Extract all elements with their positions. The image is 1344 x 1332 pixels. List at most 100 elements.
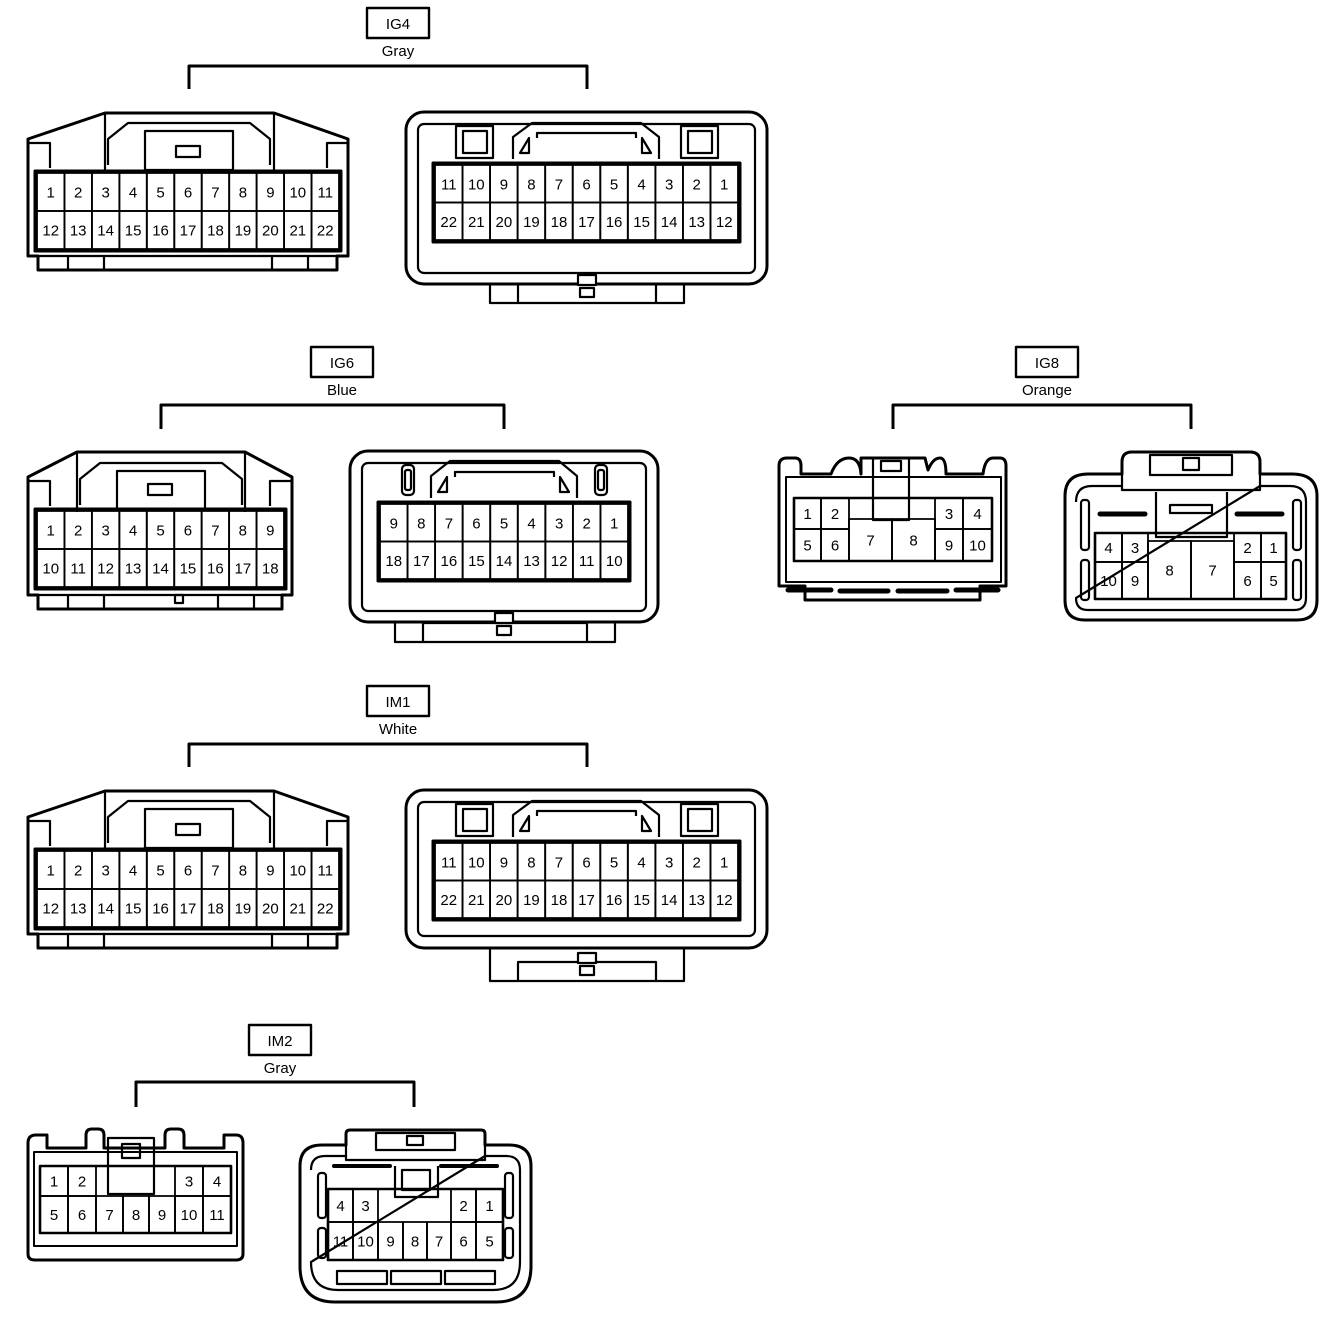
pin-cell: 7 — [95, 1195, 124, 1234]
pin-cell: 5 — [39, 1195, 69, 1234]
pin-cell: 18 — [255, 548, 285, 588]
pin-number: 8 — [417, 515, 425, 532]
pin-cell: 12 — [36, 888, 66, 928]
pin-cell: 18 — [544, 879, 574, 919]
connector-color-label: White — [379, 721, 417, 738]
pin-number: 17 — [180, 223, 197, 240]
pin-number: 8 — [527, 854, 535, 871]
pin-cell: 4 — [118, 172, 148, 212]
pin-number: 6 — [472, 515, 480, 532]
pin-number: 14 — [661, 892, 678, 909]
pin-number: 1 — [47, 863, 55, 880]
pin-number: 9 — [500, 176, 508, 193]
pin-block-frame — [326, 1187, 505, 1262]
pin-number: 11 — [441, 854, 457, 871]
pin-number: 10 — [468, 176, 485, 193]
pin-cell: 1 — [709, 164, 739, 204]
pin-cell: 14 — [654, 201, 684, 241]
pin-number: 20 — [496, 892, 513, 909]
pin-cell: 13 — [682, 879, 712, 919]
pin-cell: 21 — [283, 210, 313, 250]
pin-cell: 2 — [67, 1165, 97, 1197]
pin-cell: 7 — [434, 503, 464, 543]
pin-cell: 10 — [461, 164, 491, 204]
pin-number: 9 — [266, 185, 274, 202]
pin-number: 3 — [101, 863, 109, 880]
pin-number: 7 — [105, 1207, 113, 1224]
pin-number: 11 — [209, 1207, 225, 1224]
pin-number: 13 — [688, 214, 705, 231]
pin-cell: 9 — [489, 164, 519, 204]
pin-number: 12 — [42, 901, 59, 918]
pin-number: 10 — [289, 863, 306, 880]
pin-number: 4 — [637, 176, 645, 193]
pin-number: 8 — [909, 533, 917, 550]
pin-cell: 4 — [962, 497, 993, 530]
pin-cell: 7 — [544, 842, 574, 882]
pin-cell: 4 — [626, 164, 657, 204]
pin-number: 11 — [317, 185, 333, 202]
pin-cell: 20 — [255, 888, 285, 928]
pin-number: 18 — [207, 901, 224, 918]
pin-cell: 9 — [934, 528, 964, 562]
pin-number: 6 — [78, 1207, 86, 1224]
pin-cell: 8 — [228, 510, 258, 550]
pin-cell: 3 — [654, 842, 684, 882]
pin-cell: 7 — [544, 164, 574, 204]
pin-number: 2 — [831, 506, 839, 523]
pin-cell: 1 — [793, 497, 822, 530]
pin-number: 22 — [440, 892, 457, 909]
pin-cell: 15 — [461, 540, 492, 580]
pin-number: 3 — [101, 523, 109, 540]
pin-number: 21 — [468, 214, 485, 231]
pin-cell: 12 — [90, 548, 121, 588]
pin-number: 4 — [213, 1174, 221, 1191]
pin-number: 10 — [357, 1234, 374, 1251]
pin-number: 18 — [551, 214, 568, 231]
pin-number: 10 — [289, 185, 306, 202]
pin-cell: 9 — [379, 503, 409, 543]
pin-number: 20 — [262, 223, 279, 240]
pin-number: 1 — [47, 523, 55, 540]
pin-cell: 15 — [626, 201, 657, 241]
pin-cell: 11 — [571, 540, 602, 580]
pin-cell: 12 — [544, 540, 574, 580]
pin-cell: 10 — [283, 850, 313, 890]
pin-number: 10 — [468, 854, 485, 871]
pin-cell: 9 — [255, 850, 285, 890]
pin-cell: 16 — [434, 540, 464, 580]
pin-cell: 10 — [1094, 561, 1123, 600]
pin-number: 10 — [969, 538, 986, 555]
pin-cell: 6 — [820, 528, 850, 562]
pin-cell: 5 — [489, 503, 519, 543]
pin-cell: 2 — [63, 172, 93, 212]
pin-cell: 4 — [118, 510, 148, 550]
pin-number: 9 — [390, 515, 398, 532]
pin-cell: 17 — [173, 888, 203, 928]
pin-number: 6 — [582, 176, 590, 193]
pin-cell: 13 — [118, 548, 148, 588]
connector-id-box — [1014, 345, 1080, 379]
pin-number: 15 — [633, 892, 650, 909]
pin-cell: 19 — [516, 201, 547, 241]
pin-number: 4 — [129, 863, 137, 880]
pin-cell: 7 — [200, 510, 231, 550]
pin-cell: 18 — [200, 888, 231, 928]
connector-id: IG8 — [1035, 355, 1059, 372]
pin-number: 13 — [688, 892, 705, 909]
pin-cell: 8 — [228, 172, 258, 212]
pin-cell: 1 — [709, 842, 739, 882]
pin-cell: 12 — [709, 201, 739, 241]
connector-id: IM1 — [385, 694, 410, 711]
